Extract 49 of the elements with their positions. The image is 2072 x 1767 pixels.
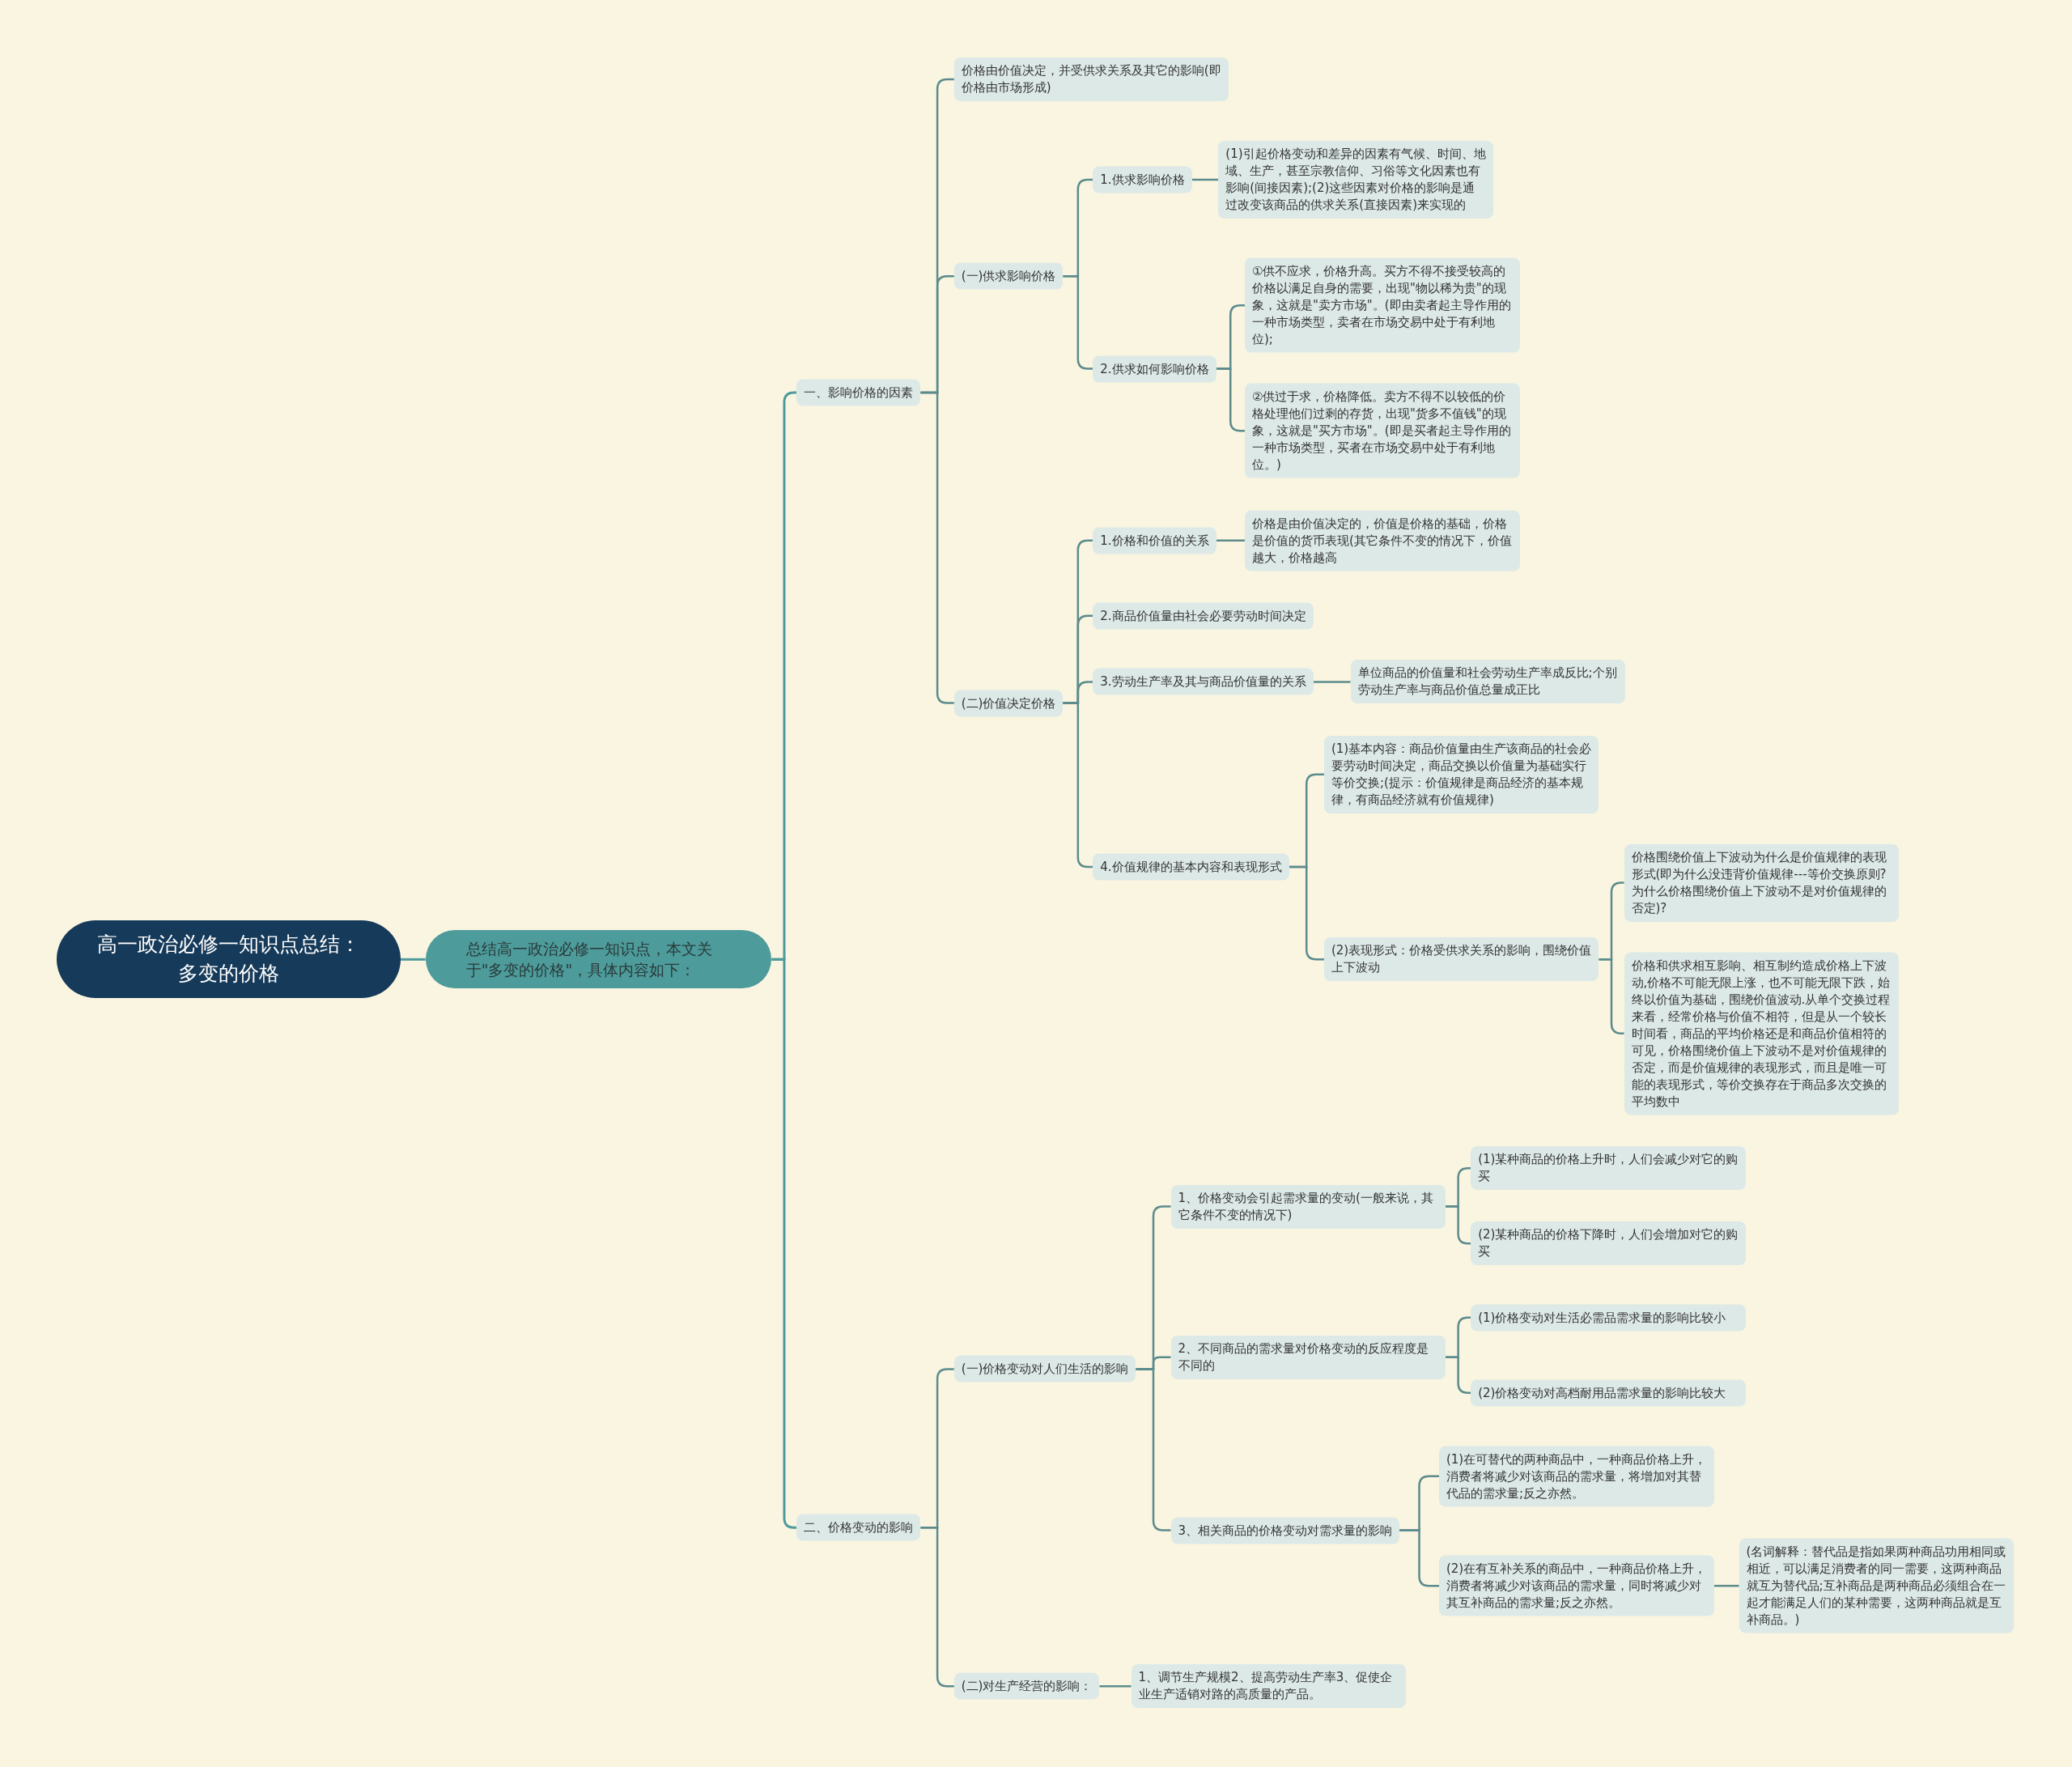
topic-box: 价格由价值决定，并受供求关系及其它的影响(即价格由市场形成)	[953, 57, 1229, 101]
topic-box: (2)表现形式：价格受供求关系的影响，围绕价值上下波动	[1323, 937, 1599, 982]
topic-box: 1、调节生产规模2、提高劳动生产率3、促使企业生产适销对路的高质量的产品。	[1131, 1664, 1407, 1709]
connector-line	[1136, 1368, 1171, 1531]
topic-pill: 高一政治必修一知识点总结：多变的价格	[57, 920, 401, 999]
topic-box: 1.供求影响价格	[1093, 166, 1192, 193]
summary-pill: 总结高一政治必修一知识点，本文关于"多变的价格"，具体内容如下：	[425, 930, 772, 989]
connector-line	[1313, 681, 1351, 683]
connector-line	[1446, 1356, 1471, 1395]
topic-box: 2、不同商品的需求量对价格变动的反应程度是不同的	[1170, 1335, 1446, 1379]
connector-line	[1216, 539, 1245, 542]
topic-box: 1、价格变动会引起需求量的变动(一般来说，其它条件不变的情况下)	[1170, 1184, 1446, 1229]
topic-box: 1.价格和价值的关系	[1093, 527, 1216, 554]
topic-box: 一、影响价格的因素	[796, 379, 921, 406]
topic-box: (一)价格变动对人们生活的影响	[953, 1355, 1136, 1383]
topic-box: (2)在有互补关系的商品中，一种商品价格上升，消费者将减少对该商品的需求量，同时将减少对其互补商品的需求量;反之亦然。	[1438, 1555, 1714, 1616]
topic-box: ①供不应求，价格升高。买方不得不接受较高的价格以满足自身的需要，出现"物以稀为贵"的现象，这就是"卖方市场"。(即由卖者起主导作用的一种市场类型，卖者在市场交易中处于有利地位);	[1244, 257, 1520, 353]
topic-box: (二)价值决定价格	[953, 690, 1064, 717]
topic-box: 价格围绕价值上下波动为什么是价值规律的表现形式(即为什么没违背价值规律---等价交换原则?为什么价格围绕价值上下波动不是对价值规律的否定)?	[1624, 843, 1900, 922]
connector-line	[1399, 1529, 1439, 1587]
topic-box: (1)基本内容：商品价值量由生产该商品的社会必要劳动时间决定，商品交换以价值量为基础实行等价交换;(提示：价值规律是商品经济的基本规律，有商品经济就有价值规律)	[1323, 735, 1599, 813]
topic-box: 价格是由价值决定的，价值是价格的基础，价格是价值的货币表现(其它条件不变的情况下，价值越大，价格越高	[1244, 510, 1520, 571]
topic-box: 2.供求如何影响价格	[1093, 355, 1216, 382]
topic-box: (1)引起价格变动和差异的因素有气候、时间、地域、生产，甚至宗教信仰、习俗等文化因素也有影响(间接因素);(2)这些因素对价格的影响是通过改变该商品的供求关系(直接因素)来实现的	[1218, 141, 1493, 219]
topic-box: 4.价值规律的基本内容和表现形式	[1093, 853, 1289, 881]
topic-box: (二)对生产经营的影响：	[953, 1672, 1100, 1700]
topic-box: (名词解释：替代品是指如果两种商品功用相同或相近，可以满足消费者的同一需要，这两种商品就互为替代品;互补商品是两种商品必须组合在一起才能满足人们的某种需要，这两种商品就是互补商品。)	[1739, 1538, 2015, 1633]
topic-box: (2)价格变动对高档耐用品需求量的影响比较大	[1471, 1379, 1746, 1407]
connector-line	[1191, 178, 1219, 181]
topic-box: (1)价格变动对生活必需品需求量的影响比较小	[1471, 1304, 1746, 1332]
topic-box: ②供过于求，价格降低。卖方不得不以较低的价格处理他们过剩的存货，出现"货多不值钱"的现象，这就是"买方市场"。(即是买者起主导作用的一种市场类型，买者在市场交易中处于有利地位。)	[1244, 383, 1520, 478]
topic-box: (1)某种商品的价格上升时，人们会减少对它的购买	[1471, 1146, 1746, 1191]
topic-box: 3.劳动生产率及其与商品价值量的关系	[1093, 668, 1314, 695]
topic-box: (一)供求影响价格	[953, 262, 1064, 290]
connector-line	[1099, 1685, 1132, 1688]
topic-box: 价格和供求相互影响、相互制约造成价格上下波动,价格不可能无限上涨，也不可能无限下跌，始终以价值为基础，围绕价值波动.从单个交换过程来看，经常价格与价值不相符，但是从一个较长时间看，商品的平均价格还是和商品价值相符的可见，价格围绕价值上下波动不是对价值规律的否定，而是价值规律的表现形式，而且是唯一可能的表现形式，等价交换存在于商品多次交换的平均数中	[1624, 952, 1900, 1115]
topic-box: 单位商品的价值量和社会劳动生产率成反比;个别劳动生产率与商品价值总量成正比	[1350, 660, 1626, 704]
connector-line	[1713, 1584, 1739, 1587]
connector-line	[1599, 958, 1624, 1034]
connector-line	[400, 958, 426, 961]
connector-line	[1289, 865, 1324, 961]
connector-line	[920, 1527, 954, 1688]
connector-line	[1446, 1205, 1471, 1245]
connector-line	[920, 391, 954, 704]
topic-box: (2)某种商品的价格下降时，人们会增加对它的购买	[1471, 1221, 1746, 1266]
topic-box: 二、价格变动的影响	[796, 1514, 921, 1541]
topic-box: (1)在可替代的两种商品中，一种商品价格上升，消费者将减少对该商品的需求量，将增加对其替代品的需求量;反之亦然。	[1438, 1446, 1714, 1507]
topic-box: 2.商品价值量由社会必要劳动时间决定	[1093, 602, 1314, 630]
topic-box: 3、相关商品的价格变动对需求量的影响	[1170, 1517, 1400, 1544]
